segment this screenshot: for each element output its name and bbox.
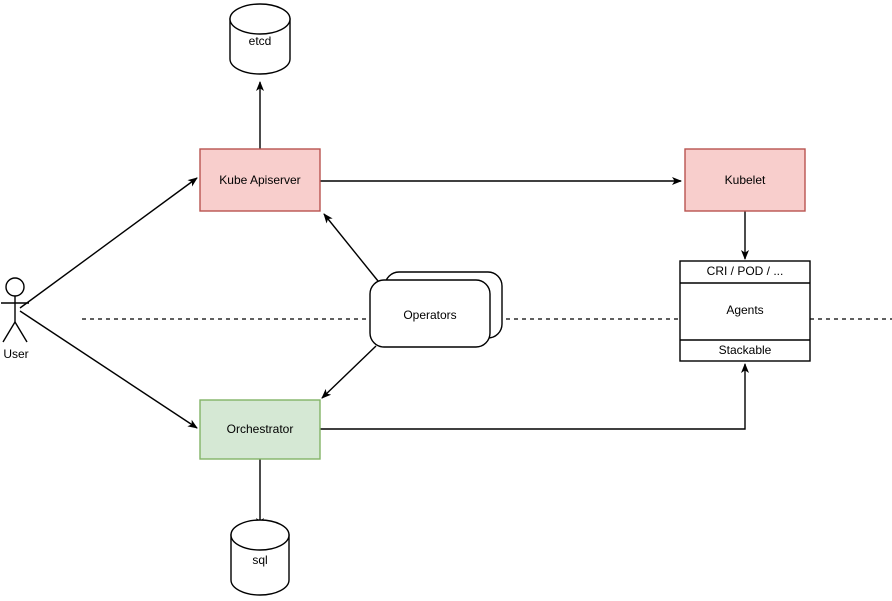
cri-pod-section-label: CRI / POD / ... bbox=[707, 264, 784, 278]
orchestrator-label: Orchestrator bbox=[227, 422, 294, 436]
node-agents-container[interactable]: CRI / POD / ... Agents Stackable bbox=[679, 260, 811, 362]
etcd-label: etcd bbox=[249, 34, 272, 48]
edge-operators-to-kube-apiserver bbox=[323, 213, 379, 282]
edge-orchestrator-to-stackable bbox=[320, 363, 749, 430]
edge-user-to-orchestrator bbox=[19, 310, 198, 429]
node-operators[interactable]: Operators bbox=[369, 271, 503, 348]
node-etcd[interactable]: etcd bbox=[229, 3, 291, 75]
node-user[interactable]: User bbox=[1, 277, 29, 361]
kube-apiserver-label: Kube Apiserver bbox=[219, 173, 300, 187]
agents-section-label: Agents bbox=[726, 303, 763, 317]
stackable-section-label: Stackable bbox=[719, 343, 772, 357]
node-kubelet[interactable]: Kubelet bbox=[684, 148, 806, 212]
node-kube-apiserver[interactable]: Kube Apiserver bbox=[199, 148, 321, 212]
user-label: User bbox=[3, 347, 28, 361]
edge-operators-to-orchestrator bbox=[321, 345, 377, 399]
node-orchestrator[interactable]: Orchestrator bbox=[199, 399, 321, 460]
operators-label: Operators bbox=[403, 308, 456, 322]
node-sql[interactable]: sql bbox=[230, 519, 290, 596]
sql-label: sql bbox=[252, 553, 267, 567]
edge-user-to-kube-apiserver bbox=[19, 177, 198, 309]
kubelet-label: Kubelet bbox=[725, 173, 766, 187]
